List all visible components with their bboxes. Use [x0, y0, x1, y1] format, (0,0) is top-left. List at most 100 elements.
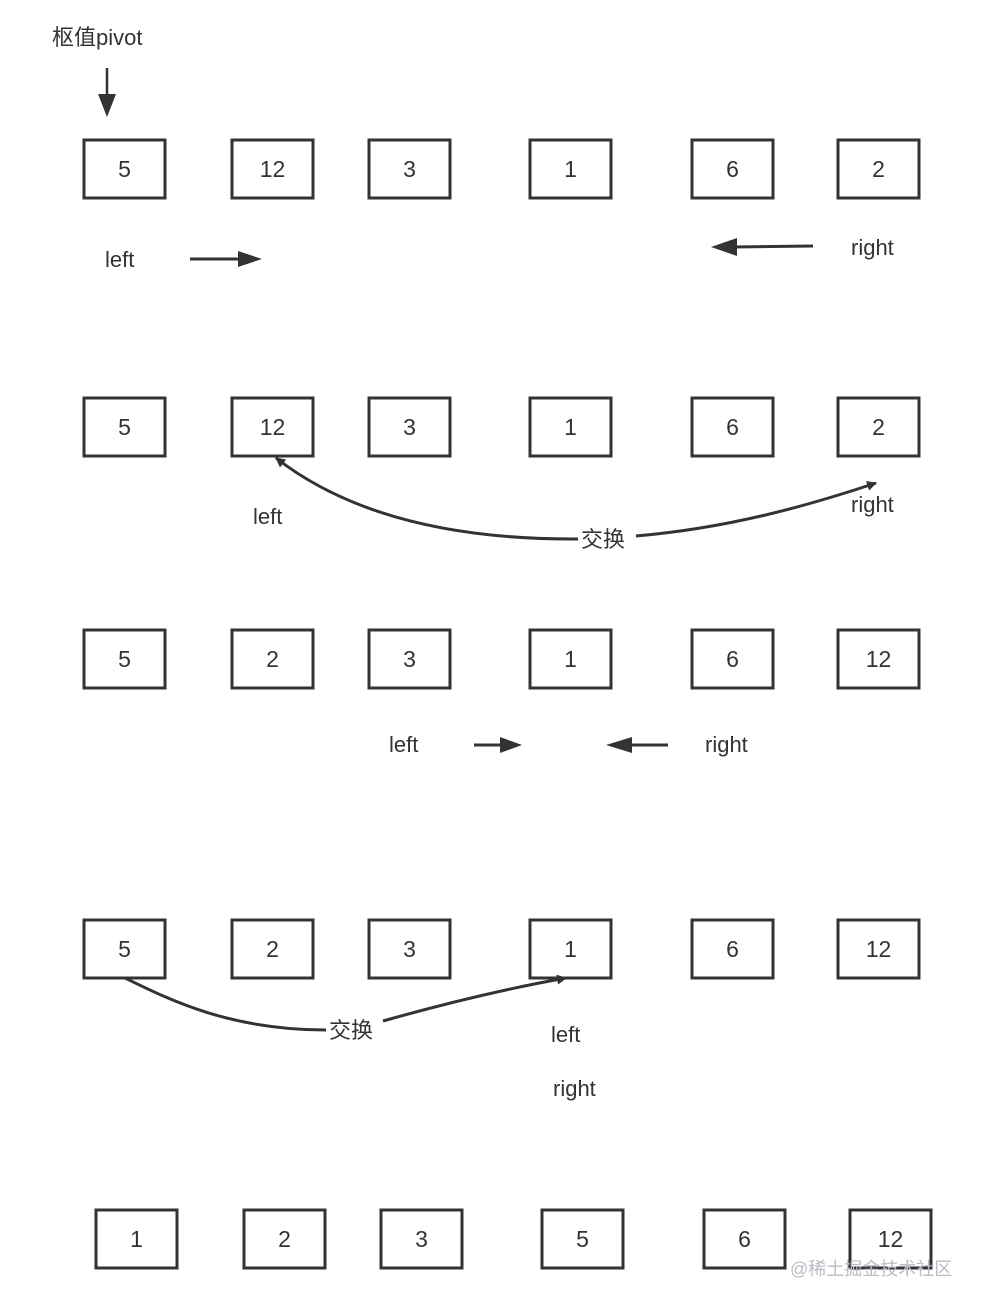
array-cell-box — [367, 918, 452, 980]
array-cell: 1 — [528, 138, 613, 200]
array-cell: 3 — [367, 138, 452, 200]
array-cell-box — [528, 628, 613, 690]
array-cell-box — [367, 396, 452, 458]
array-cell-value: 3 — [403, 936, 416, 962]
row4-swap-curve-right — [382, 974, 567, 1023]
array-cell: 1 — [528, 628, 613, 690]
row1-left-label: left — [105, 247, 134, 272]
array-cell-value: 2 — [266, 646, 279, 672]
row4-left-label: left — [551, 1022, 580, 1047]
array-cell-value: 6 — [738, 1226, 751, 1252]
array-cell: 1 — [528, 918, 613, 980]
array-cell-box — [82, 918, 167, 980]
row3-right-label: right — [705, 732, 748, 757]
array-cell-box — [690, 918, 775, 980]
array-cell: 6 — [702, 1208, 787, 1270]
row2-swap-label: 交换 — [581, 527, 625, 552]
array-cell-value: 6 — [726, 936, 739, 962]
array-cell-box — [690, 396, 775, 458]
array-cell-value: 2 — [266, 936, 279, 962]
array-cell-box — [94, 1208, 179, 1270]
array-cell-value: 5 — [118, 414, 131, 440]
array-cell-value: 1 — [564, 156, 577, 182]
array-cell: 2 — [230, 918, 315, 980]
row4-swap-label: 交换 — [329, 1018, 373, 1043]
array-cell-value: 5 — [118, 936, 131, 962]
array-cell-value: 12 — [260, 156, 286, 182]
array-cell: 2 — [836, 138, 921, 200]
row2-swap-curve — [275, 456, 579, 541]
row3-right-arrow — [606, 737, 668, 753]
array-cell: 3 — [367, 396, 452, 458]
array-cell-value: 3 — [403, 156, 416, 182]
row1-left-arrow — [190, 251, 262, 267]
array-cell-box — [836, 628, 921, 690]
array-cell-box — [528, 138, 613, 200]
array-cell: 3 — [379, 1208, 464, 1270]
array-cell-value: 3 — [403, 414, 416, 440]
array-cell: 3 — [367, 918, 452, 980]
array-cell-value: 3 — [403, 646, 416, 672]
array-cell: 1 — [528, 396, 613, 458]
array-cell-value: 2 — [872, 414, 885, 440]
array-cell-value: 5 — [118, 646, 131, 672]
array-cell: 3 — [367, 628, 452, 690]
array-cell-value: 1 — [130, 1226, 143, 1252]
watermark: @稀土掘金技术社区 — [790, 1259, 952, 1279]
array-cell-value: 6 — [726, 414, 739, 440]
array-cell: 12 — [230, 138, 315, 200]
array-cell-value: 3 — [415, 1226, 428, 1252]
array-cell-box — [82, 396, 167, 458]
array-cell-box — [230, 918, 315, 980]
array-cell-box — [848, 1208, 933, 1270]
array-cell-box — [82, 138, 167, 200]
array-cell: 6 — [690, 628, 775, 690]
array-cell-box — [528, 918, 613, 980]
row2-swap-curve-right — [635, 481, 877, 538]
array-cell: 2 — [242, 1208, 327, 1270]
array-cell-box — [702, 1208, 787, 1270]
array-cell: 5 — [82, 628, 167, 690]
pivot-title: 枢值pivot — [52, 25, 142, 50]
array-cell: 5 — [82, 396, 167, 458]
array-cell: 2 — [836, 396, 921, 458]
array-cell-value: 12 — [866, 646, 892, 672]
array-cell-box — [367, 138, 452, 200]
array-cell-box — [82, 628, 167, 690]
array-cell-value: 12 — [878, 1226, 904, 1252]
array-cell: 12 — [848, 1208, 933, 1270]
row4-right-label: right — [553, 1076, 596, 1101]
pivot-down-arrow — [98, 68, 116, 117]
array-cell-value: 1 — [564, 414, 577, 440]
array-cell-box — [242, 1208, 327, 1270]
array-cell: 2 — [230, 628, 315, 690]
row2-left-label: left — [253, 504, 282, 529]
array-cell: 5 — [540, 1208, 625, 1270]
array-cell: 6 — [690, 396, 775, 458]
array-cell-value: 6 — [726, 646, 739, 672]
array-cell: 12 — [836, 918, 921, 980]
array-cell-box — [836, 138, 921, 200]
array-cell-value: 5 — [118, 156, 131, 182]
array-cell: 5 — [82, 918, 167, 980]
array-cell: 12 — [836, 628, 921, 690]
array-cell-box — [230, 396, 315, 458]
array-cell-box — [836, 918, 921, 980]
row3-left-arrow — [474, 737, 522, 753]
row2-right-label: right — [851, 492, 894, 517]
array-cell-box — [836, 396, 921, 458]
array-cell-box — [690, 628, 775, 690]
array-cell-value: 5 — [576, 1226, 589, 1252]
array-cell-value: 2 — [278, 1226, 291, 1252]
array-cell-value: 1 — [564, 646, 577, 672]
array-cell-value: 12 — [866, 936, 892, 962]
array-cell: 12 — [230, 396, 315, 458]
array-cell-box — [379, 1208, 464, 1270]
row3-left-label: left — [389, 732, 418, 757]
array-cell-box — [690, 138, 775, 200]
array-cell-box — [367, 628, 452, 690]
array-cell-value: 12 — [260, 414, 286, 440]
array-cell-value: 1 — [564, 936, 577, 962]
